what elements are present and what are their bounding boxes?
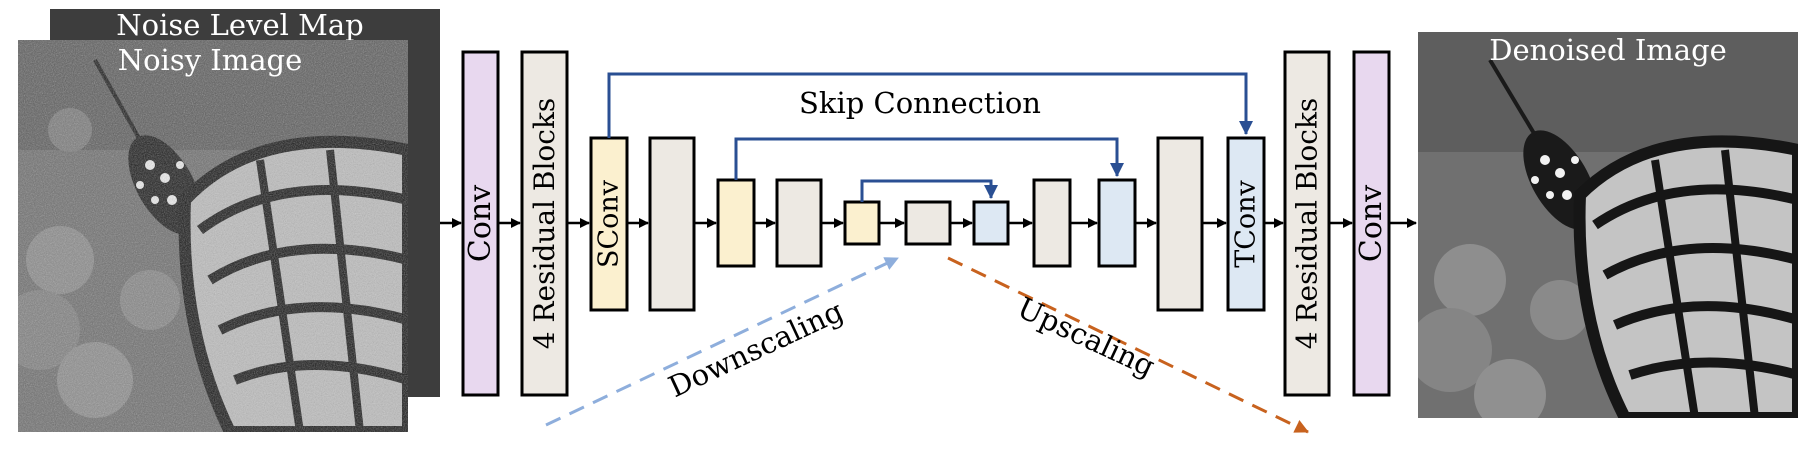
encoder-feature-block-1 bbox=[648, 136, 696, 312]
upscaling-arrow bbox=[947, 256, 1309, 434]
skip-connection-inner bbox=[860, 179, 998, 202]
encoder-down-block-2 bbox=[716, 178, 756, 268]
encoder-down-block-3 bbox=[843, 200, 881, 246]
noisy-image-label: Noisy Image bbox=[118, 43, 303, 77]
decoder-up-block-2 bbox=[1097, 178, 1137, 268]
upscaling-label: Upscaling bbox=[1012, 290, 1160, 383]
sconv-block bbox=[589, 136, 629, 312]
skip-connections bbox=[607, 72, 1253, 202]
noise-level-map-label: Noise Level Map bbox=[116, 8, 363, 42]
decoder-feature-block-1 bbox=[1156, 136, 1204, 312]
conv-out-block bbox=[1352, 50, 1391, 397]
residual-in-label: 4 Residual Blocks bbox=[528, 98, 561, 350]
downscaling-arrow bbox=[545, 256, 899, 427]
noisy-image: Noisy Image bbox=[18, 40, 408, 432]
decoder-feature-block-2 bbox=[1032, 178, 1072, 268]
denoised-image: Denoised Image bbox=[1418, 32, 1798, 418]
residual-out-label: 4 Residual Blocks bbox=[1291, 98, 1324, 350]
butterfly-denoised-photo-icon bbox=[1418, 32, 1798, 418]
bottleneck-block bbox=[904, 200, 952, 246]
conv-in-label: Conv bbox=[463, 185, 498, 262]
conv-out-label: Conv bbox=[1354, 185, 1389, 262]
decoder-up-block-3 bbox=[972, 200, 1010, 246]
denoised-image-label: Denoised Image bbox=[1489, 33, 1727, 67]
skip-connection-outer bbox=[607, 72, 1253, 138]
residual-out-block bbox=[1283, 50, 1331, 397]
sconv-label: SConv bbox=[594, 179, 625, 268]
encoder-feature-block-2 bbox=[775, 178, 823, 268]
skip-connection-label: Skip Connection bbox=[799, 86, 1041, 120]
tconv-label: TConv bbox=[1231, 179, 1262, 267]
conv-in-block bbox=[461, 50, 500, 397]
butterfly-noisy-photo-icon bbox=[18, 40, 408, 432]
tconv-block bbox=[1226, 136, 1266, 312]
residual-in-block bbox=[520, 50, 569, 397]
skip-connection-middle bbox=[734, 137, 1124, 180]
